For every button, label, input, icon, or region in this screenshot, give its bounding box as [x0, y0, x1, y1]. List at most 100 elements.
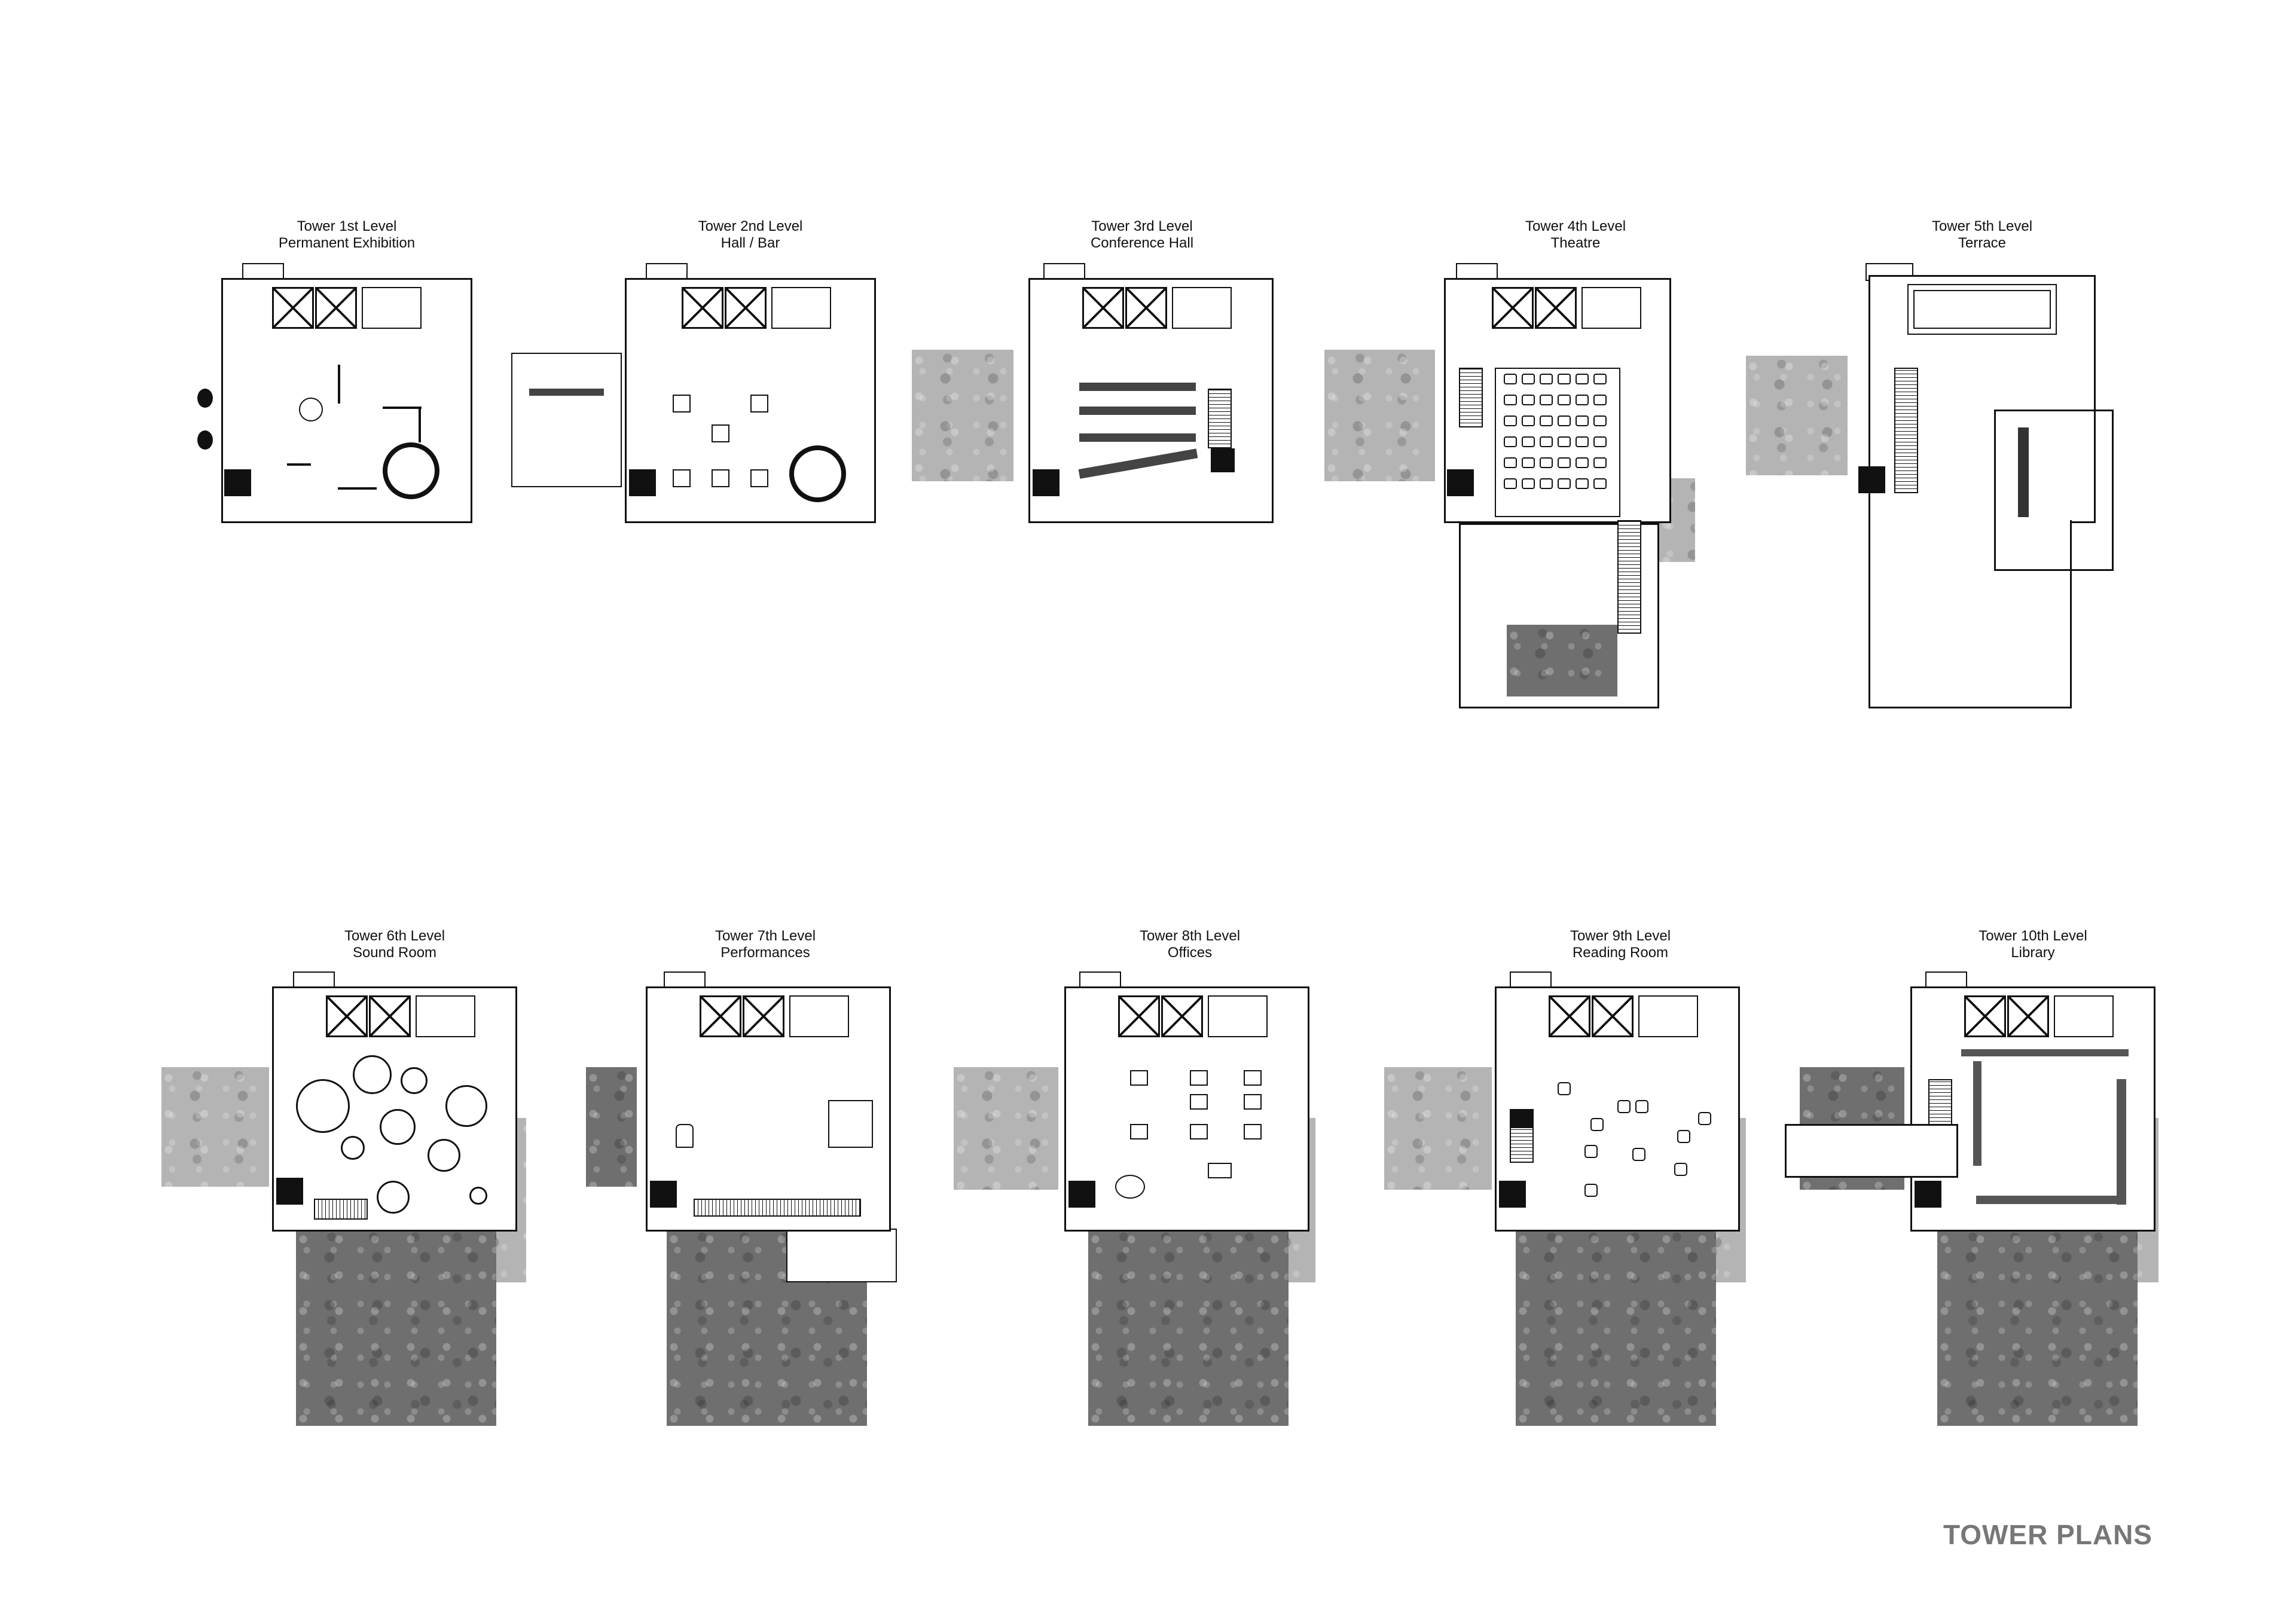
bookshelf	[1976, 1196, 2126, 1204]
bridge	[1785, 1124, 1958, 1178]
elevator-icon	[1535, 287, 1577, 329]
elevator-icon	[682, 287, 723, 329]
sculpture-icon	[197, 389, 213, 408]
restroom	[1638, 995, 1698, 1037]
restroom	[789, 995, 849, 1037]
exhibit-wall	[338, 487, 377, 490]
bookshelf	[1961, 1049, 2129, 1056]
core-block	[650, 1181, 677, 1208]
theatre-seating	[1495, 368, 1620, 517]
stage-extension	[786, 1229, 897, 1282]
level-title: Tower 1st Level Permanent Exhibition	[257, 218, 436, 252]
elevator-icon	[1549, 995, 1590, 1037]
exhibit-wall	[383, 407, 422, 409]
core-block	[1211, 448, 1235, 472]
exhibit-wall	[419, 407, 421, 442]
table-icon	[673, 395, 691, 413]
level-name: Tower 9th Level	[1570, 928, 1671, 944]
landscape-patch	[1937, 1229, 2138, 1426]
sound-pod	[401, 1067, 428, 1094]
exhibit-wall	[338, 365, 340, 404]
skylight	[1907, 284, 2057, 335]
bookshelf	[2117, 1079, 2126, 1205]
staircase	[1894, 368, 1918, 493]
document-title: TOWER PLANS	[1943, 1519, 2152, 1550]
restroom	[416, 995, 475, 1037]
landscape-patch	[954, 1067, 1058, 1190]
elevator-icon	[1592, 995, 1634, 1037]
seating-row	[1079, 383, 1196, 391]
restroom	[1208, 995, 1268, 1037]
bar-kiosk	[511, 353, 622, 487]
armchair-icon	[1632, 1148, 1645, 1161]
armchair-icon	[1558, 1082, 1571, 1095]
core-block	[1915, 1181, 1941, 1208]
core-block	[1033, 469, 1060, 496]
bookshelf	[1973, 1061, 1981, 1166]
staircase	[1459, 368, 1483, 427]
core-block	[1068, 1181, 1095, 1208]
level-title: Tower 10th Level Library	[1943, 928, 2123, 961]
sound-pod	[341, 1136, 365, 1160]
restroom	[1172, 287, 1232, 329]
staircase	[314, 1199, 368, 1220]
core-block	[224, 469, 251, 496]
seating-row	[1079, 407, 1196, 415]
level-title: Tower 7th Level Performances	[676, 928, 855, 961]
level-name: Tower 3rd Level	[1091, 218, 1193, 234]
seating-row	[1079, 433, 1196, 442]
desk-icon	[1244, 1094, 1262, 1110]
planter	[2018, 427, 2029, 517]
meeting-table	[1115, 1175, 1145, 1199]
level-program: Hall / Bar	[720, 235, 780, 251]
sound-pod	[445, 1085, 487, 1127]
sound-pod	[428, 1139, 460, 1172]
table-icon	[750, 469, 768, 487]
level-program: Offices	[1167, 945, 1213, 961]
table-icon	[712, 469, 729, 487]
core-block	[1510, 1109, 1534, 1127]
restroom	[362, 287, 422, 329]
sound-pod	[377, 1181, 410, 1214]
landscape-patch	[912, 350, 1013, 481]
elevator-icon	[272, 287, 314, 329]
level-name: Tower 8th Level	[1139, 928, 1241, 944]
sound-pod	[353, 1055, 392, 1094]
core-block	[1499, 1181, 1526, 1208]
sculpture-icon	[299, 398, 323, 421]
core-block	[276, 1178, 303, 1205]
level-program: Theatre	[1550, 235, 1601, 251]
level-title: Tower 5th Level Terrace	[1892, 218, 2072, 252]
pergola	[1994, 410, 2114, 571]
skylight-inner	[1913, 290, 2051, 329]
level-name: Tower 10th Level	[1979, 928, 2087, 944]
armchair-icon	[1584, 1145, 1598, 1158]
armchair-icon	[1674, 1163, 1687, 1176]
desk-icon	[1190, 1124, 1208, 1139]
elevator-icon	[326, 995, 368, 1037]
table-icon	[712, 424, 729, 442]
desk-icon	[1190, 1070, 1208, 1086]
landscape-patch	[1507, 625, 1617, 696]
round-pavilion	[789, 445, 846, 502]
level-program: Terrace	[1958, 235, 2007, 251]
elevator-icon	[743, 995, 784, 1037]
round-pavilion	[383, 442, 439, 499]
core-block	[1447, 469, 1474, 496]
staircase	[694, 1199, 861, 1217]
elevator-icon	[315, 287, 357, 329]
level-title: Tower 8th Level Offices	[1100, 928, 1280, 961]
elevator-icon	[1964, 995, 2006, 1037]
staircase	[1617, 520, 1641, 634]
level-program: Performances	[720, 945, 810, 961]
exhibit-wall	[287, 463, 311, 466]
sound-pod	[296, 1079, 350, 1133]
armchair-icon	[1617, 1100, 1631, 1113]
sculpture-icon	[197, 430, 213, 450]
desk-icon	[1208, 1163, 1232, 1178]
desk-icon	[1130, 1070, 1148, 1086]
level-title: Tower 2nd Level Hall / Bar	[661, 218, 840, 252]
piano-icon	[676, 1124, 694, 1148]
level-name: Tower 4th Level	[1525, 218, 1626, 234]
level-name: Tower 6th Level	[344, 928, 445, 944]
